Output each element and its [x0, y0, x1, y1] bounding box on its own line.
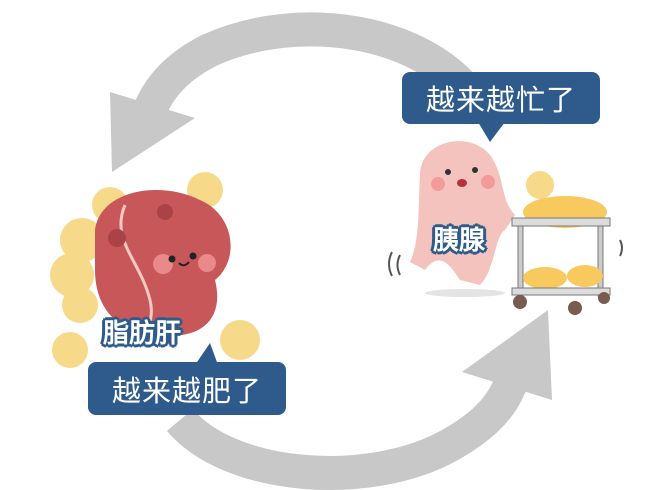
bottom-cycle-arrow — [166, 310, 552, 490]
top-bubble-tail — [478, 122, 505, 142]
bottom-bubble-tail — [195, 343, 218, 365]
fatty-liver-label: 脂肪肝 — [103, 319, 182, 349]
fatty-liver-character — [50, 172, 260, 368]
top-cycle-arrow — [110, 12, 484, 172]
pancreas-label: 胰腺 — [433, 226, 486, 256]
speech-bubble-fat: 越来越肥了 — [88, 362, 286, 415]
pancreas-character — [388, 141, 515, 297]
cart-with-fat — [511, 171, 623, 315]
speech-bubble-busy: 越来越忙了 — [402, 72, 600, 124]
